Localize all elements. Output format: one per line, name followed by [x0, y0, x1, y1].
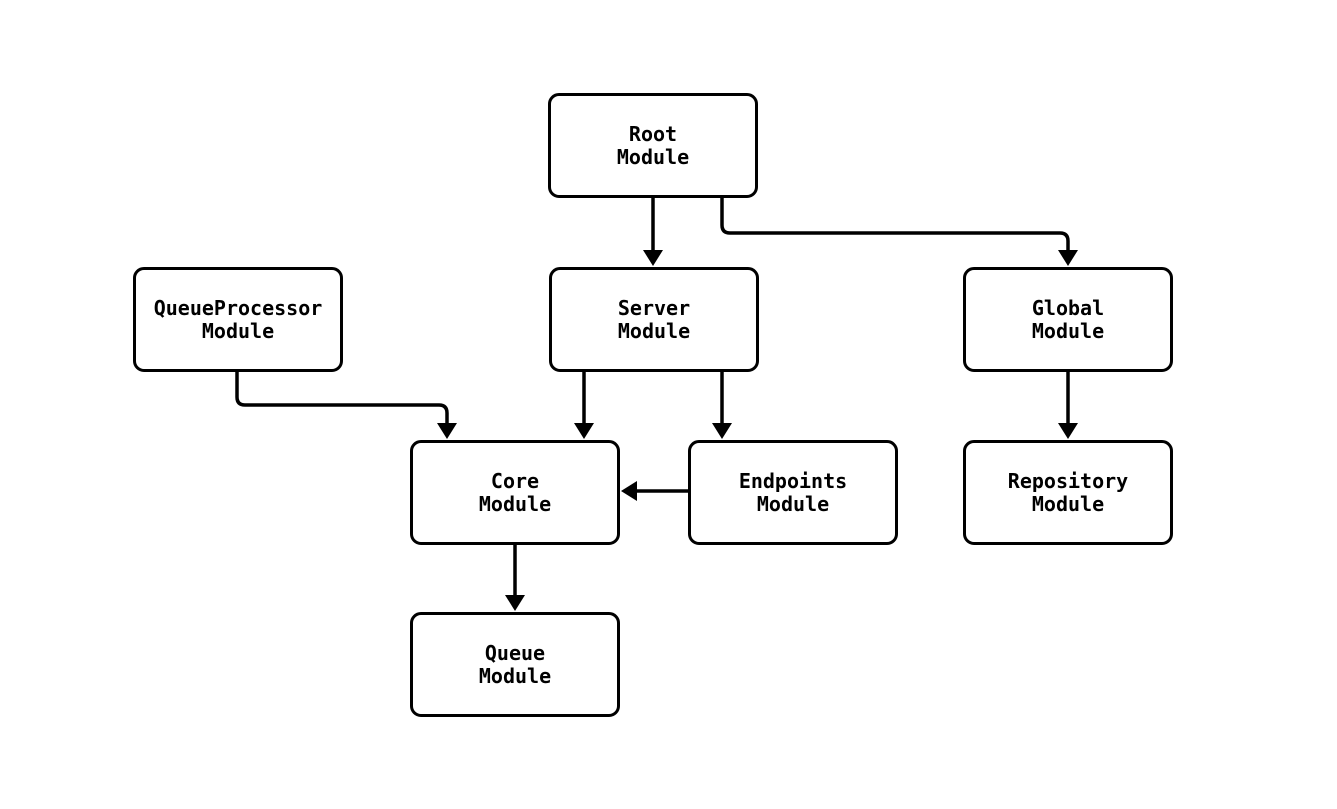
node-label-line: QueueProcessor [153, 295, 323, 320]
node-label-line: Module [478, 491, 552, 516]
edge-server-to-endpoints [712, 372, 732, 439]
node-label-line: Repository [1007, 468, 1129, 493]
node-queueprocessor-module: QueueProcessor Module [133, 267, 343, 372]
node-label-line: Root [628, 121, 678, 146]
node-server-module: Server Module [549, 267, 759, 372]
node-label-line: Module [756, 491, 830, 516]
node-global-module: Global Module [963, 267, 1173, 372]
node-label-line: Endpoints [738, 468, 848, 493]
node-repository-module: Repository Module [963, 440, 1173, 545]
edge-endpoints-to-core [621, 481, 688, 501]
node-label-line: Module [1031, 318, 1105, 343]
node-label-line: Server [617, 295, 691, 320]
node-label-line: Core [490, 468, 540, 493]
edge-root-to-server [643, 198, 663, 266]
node-root-module: Root Module [548, 93, 758, 198]
node-label-line: Queue [484, 640, 546, 665]
node-label-line: Module [617, 318, 691, 343]
edge-server-to-core [574, 372, 594, 439]
node-endpoints-module: Endpoints Module [688, 440, 898, 545]
node-core-module: Core Module [410, 440, 620, 545]
edge-core-to-queue [505, 545, 525, 611]
node-label-line: Global [1031, 295, 1105, 320]
node-queue-module: Queue Module [410, 612, 620, 717]
node-label-line: Module [616, 144, 690, 169]
edge-root-to-global [720, 198, 1078, 266]
node-label-line: Module [201, 318, 275, 343]
edge-global-to-repository [1058, 372, 1078, 439]
node-label-line: Module [478, 663, 552, 688]
edge-queueprocessor-to-core [235, 372, 457, 439]
node-label-line: Module [1031, 491, 1105, 516]
